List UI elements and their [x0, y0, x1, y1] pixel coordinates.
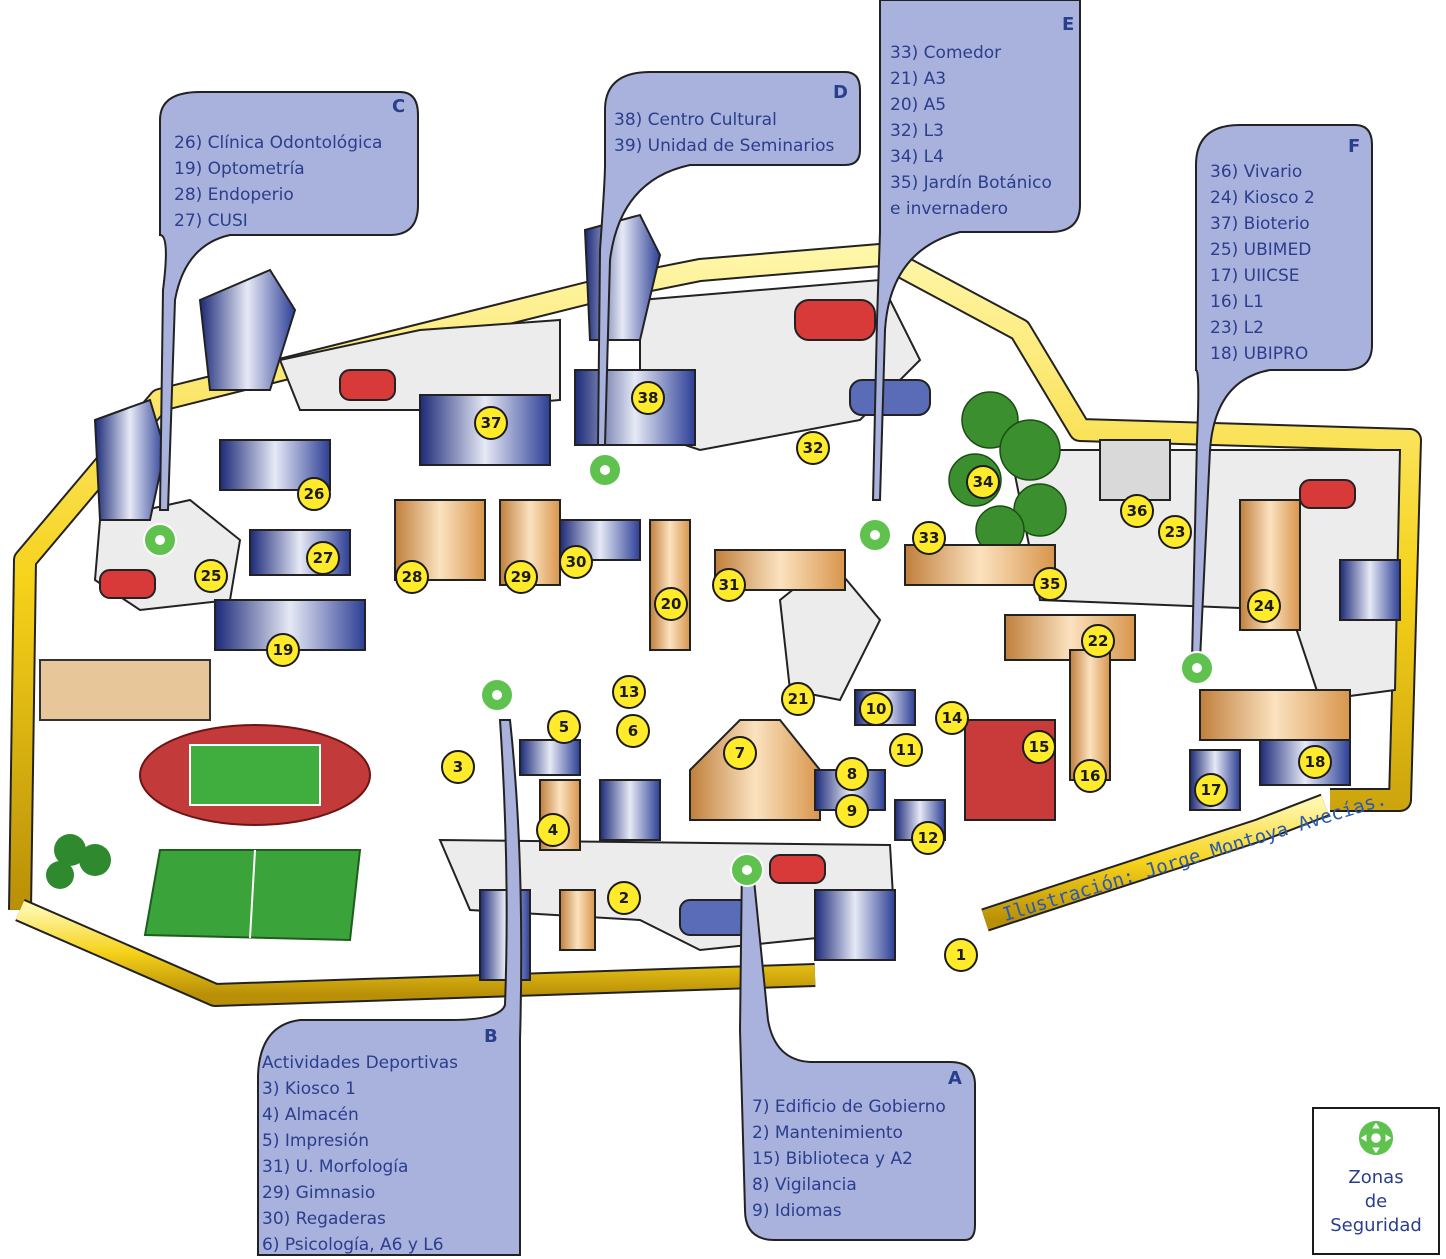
callout-c-item: 28) Endoperio — [174, 185, 294, 205]
callout-f-item: 25) UBIMED — [1210, 240, 1312, 260]
marker-33[interactable]: 33 — [912, 521, 946, 555]
callout-e-letter: E — [1062, 14, 1075, 35]
marker-18[interactable]: 18 — [1298, 745, 1332, 779]
marker-1[interactable]: 1 — [944, 938, 978, 972]
marker-2[interactable]: 2 — [607, 881, 641, 915]
marker-12[interactable]: 12 — [911, 821, 945, 855]
marker-26[interactable]: 26 — [297, 477, 331, 511]
callout-f-letter: F — [1348, 136, 1361, 157]
marker-5[interactable]: 5 — [547, 710, 581, 744]
callout-d-list: 38) Centro Cultural 39) Unidad de Semina… — [614, 107, 834, 159]
callout-b-item: 31) U. Morfología — [262, 1157, 409, 1177]
safety-zone-icon — [1358, 1120, 1394, 1156]
callout-b-item: 4) Almacén — [262, 1105, 359, 1125]
callout-a-item: 7) Edificio de Gobierno — [752, 1097, 946, 1117]
callout-d-letter: D — [833, 82, 848, 103]
botanical-garden — [948, 391, 1067, 555]
marker-30[interactable]: 30 — [559, 545, 593, 579]
marker-4[interactable]: 4 — [536, 813, 570, 847]
marker-37[interactable]: 37 — [474, 406, 508, 440]
callout-a-item: 9) Idiomas — [752, 1201, 842, 1221]
marker-23[interactable]: 23 — [1158, 515, 1192, 549]
marker-15[interactable]: 15 — [1022, 730, 1056, 764]
vehicles — [99, 299, 1356, 936]
marker-32[interactable]: 32 — [796, 431, 830, 465]
callout-f-item: 36) Vivario — [1210, 162, 1303, 182]
callout-c-item: 19) Optometría — [174, 159, 305, 179]
marker-28[interactable]: 28 — [395, 560, 429, 594]
callout-a-item: 2) Mantenimiento — [752, 1123, 903, 1143]
callout-e-item: 21) A3 — [890, 69, 947, 89]
callout-e-list: 33) Comedor 21) A3 20) A5 32) L3 34) L4 … — [890, 40, 1052, 222]
callout-f-item: 16) L1 — [1210, 292, 1264, 312]
callout-b-letter: B — [484, 1026, 498, 1047]
callout-c-list: 26) Clínica Odontológica 19) Optometría … — [174, 130, 382, 234]
callout-c-item: 27) CUSI — [174, 211, 248, 231]
callout-b-item: 30) Regaderas — [262, 1209, 386, 1229]
marker-20[interactable]: 20 — [654, 587, 688, 621]
marker-9[interactable]: 9 — [835, 794, 869, 828]
callout-shapes — [158, 0, 1373, 1256]
marker-17[interactable]: 17 — [1194, 773, 1228, 807]
callout-b-item: Actividades Deportivas — [262, 1053, 459, 1073]
callout-c-item: 26) Clínica Odontológica — [174, 133, 383, 153]
marker-25[interactable]: 25 — [194, 559, 228, 593]
callout-f-item: 37) Bioterio — [1210, 214, 1310, 234]
callout-e-item: 33) Comedor — [890, 43, 1002, 63]
marker-3[interactable]: 3 — [441, 750, 475, 784]
marker-10[interactable]: 10 — [859, 692, 893, 726]
marker-34[interactable]: 34 — [966, 465, 1000, 499]
marker-24[interactable]: 24 — [1247, 589, 1281, 623]
callout-a-letter: A — [948, 1068, 962, 1089]
sports-area — [39, 659, 371, 942]
marker-29[interactable]: 29 — [504, 560, 538, 594]
marker-19[interactable]: 19 — [266, 633, 300, 667]
callout-e-item: 35) Jardín Botánico — [890, 173, 1052, 193]
marker-31[interactable]: 31 — [712, 568, 746, 602]
callout-b-list: Actividades Deportivas 3) Kiosco 1 4) Al… — [262, 1050, 458, 1258]
callout-f-item: 23) L2 — [1210, 318, 1264, 338]
marker-36[interactable]: 36 — [1120, 494, 1154, 528]
callout-b-item: 6) Psicología, A6 y L6 — [262, 1235, 444, 1255]
marker-7[interactable]: 7 — [723, 736, 757, 770]
marker-6[interactable]: 6 — [616, 714, 650, 748]
marker-16[interactable]: 16 — [1073, 759, 1107, 793]
callout-b-item: 5) Impresión — [262, 1131, 370, 1151]
safety-zones-legend: Zonas de Seguridad — [1312, 1107, 1440, 1255]
callout-b-item: 29) Gimnasio — [262, 1183, 376, 1203]
callout-e-item: 34) L4 — [890, 147, 944, 167]
legend-line-3: Seguridad — [1330, 1215, 1422, 1236]
marker-11[interactable]: 11 — [889, 733, 923, 767]
callout-a-list: 7) Edificio de Gobierno 2) Mantenimiento… — [752, 1094, 946, 1224]
marker-8[interactable]: 8 — [835, 757, 869, 791]
callout-e-item: e invernadero — [890, 199, 1009, 219]
callout-d-item: 38) Centro Cultural — [614, 110, 777, 130]
callout-f-item: 24) Kiosco 2 — [1210, 188, 1315, 208]
marker-13[interactable]: 13 — [612, 675, 646, 709]
callout-f-list: 36) Vivario 24) Kiosco 2 37) Bioterio 25… — [1210, 159, 1315, 367]
callout-e-item: 20) A5 — [890, 95, 947, 115]
marker-38[interactable]: 38 — [631, 381, 665, 415]
marker-22[interactable]: 22 — [1081, 624, 1115, 658]
legend-line-2: de — [1364, 1191, 1388, 1212]
safety-zones — [143, 453, 1214, 887]
callout-d-item: 39) Unidad de Seminarios — [614, 136, 835, 156]
marker-35[interactable]: 35 — [1033, 567, 1067, 601]
callout-a-item: 8) Vigilancia — [752, 1175, 857, 1195]
legend-line-1: Zonas — [1348, 1167, 1404, 1188]
marker-21[interactable]: 21 — [781, 682, 815, 716]
marker-27[interactable]: 27 — [306, 541, 340, 575]
callout-b-item: 3) Kiosco 1 — [262, 1079, 356, 1099]
callout-f-item: 17) UIICSE — [1210, 266, 1300, 286]
callout-e-item: 32) L3 — [890, 121, 944, 141]
callout-a-item: 15) Biblioteca y A2 — [752, 1149, 913, 1169]
callout-f-item: 18) UBIPRO — [1210, 344, 1309, 364]
callout-c-letter: C — [392, 96, 406, 117]
marker-14[interactable]: 14 — [935, 701, 969, 735]
